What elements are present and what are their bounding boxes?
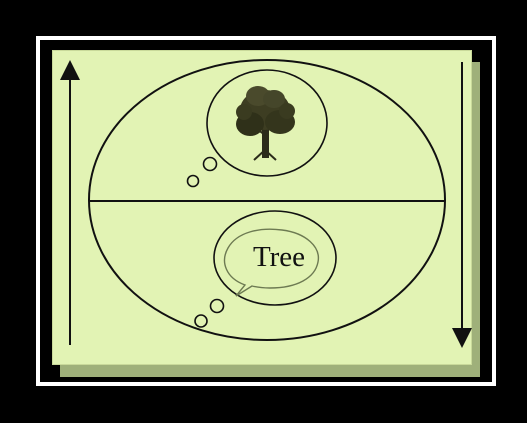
word-label: Tree: [229, 237, 329, 277]
bottom-thought-dot-small: [195, 315, 207, 327]
top-thought-dot-large: [204, 158, 217, 171]
top-thought-dot-small: [188, 176, 199, 187]
tree-icon: [236, 86, 295, 160]
bottom-thought-dot-large: [211, 300, 224, 313]
